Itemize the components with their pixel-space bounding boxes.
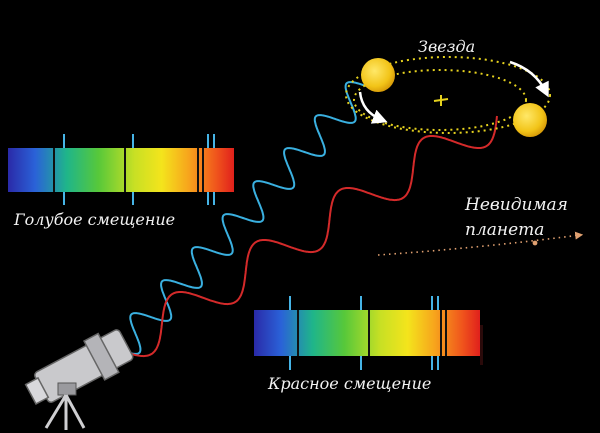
red-shift-spectrum xyxy=(254,296,483,370)
barycenter-icon xyxy=(433,95,449,106)
star-orbit-system xyxy=(345,56,551,137)
star-icon xyxy=(361,58,395,92)
red-shift-label: Красное смещение xyxy=(267,374,431,393)
inner-orbit-path xyxy=(353,69,527,131)
orbit-arrow-lower-left xyxy=(358,91,388,124)
orbit-arrow-upper-right xyxy=(509,60,549,98)
star-icon-alt-position xyxy=(513,103,547,137)
planet-dot xyxy=(532,240,538,246)
outer-orbit-path xyxy=(345,56,551,134)
star-label: Звезда xyxy=(418,37,475,56)
red-light-wave xyxy=(119,115,498,358)
blue-shift-label: Голубое смещение xyxy=(13,210,175,229)
invisible-planet-label-line1: Невидимая xyxy=(464,195,568,215)
telescope-icon xyxy=(24,329,134,430)
invisible-planet-label-line2: планета xyxy=(465,220,544,240)
blue-light-wave xyxy=(119,81,367,355)
blue-shift-spectrum xyxy=(8,134,234,205)
